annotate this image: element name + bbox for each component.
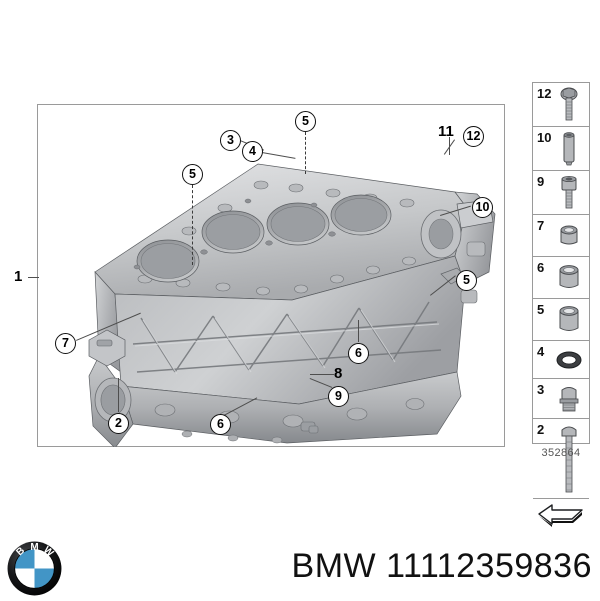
callout-1[interactable]: 1 xyxy=(14,268,23,285)
bushing-icon xyxy=(552,257,586,298)
legend-number: 6 xyxy=(537,260,545,275)
bmw-roundel-logo: B M W xyxy=(7,541,62,596)
legend-row-9[interactable]: 9 xyxy=(533,171,589,215)
short-bushing-icon xyxy=(552,215,586,256)
callout-6-right[interactable]: 6 xyxy=(348,343,369,364)
legend-row-12[interactable]: 12 xyxy=(533,83,589,127)
legend-number: 2 xyxy=(537,422,545,437)
callout-5-top[interactable]: 5 xyxy=(295,111,316,132)
callout-9[interactable]: 9 xyxy=(328,386,349,407)
callout-10[interactable]: 10 xyxy=(472,197,493,218)
parts-legend-panel: 12 10 xyxy=(532,82,590,527)
legend-number: 12 xyxy=(537,86,552,101)
legend-row-2[interactable]: 2 xyxy=(533,419,589,499)
callout-12[interactable]: 12 xyxy=(463,126,484,147)
callout-8[interactable]: 8 xyxy=(334,365,343,382)
long-hex-bolt-icon xyxy=(552,419,586,498)
legend-row-4[interactable]: 4 xyxy=(533,341,589,379)
leader-line-8 xyxy=(310,374,334,375)
tall-bushing-icon xyxy=(552,299,586,340)
socket-head-bolt-icon xyxy=(552,171,586,214)
callout-3[interactable]: 3 xyxy=(220,130,241,151)
leader-line-6a xyxy=(358,320,359,342)
legend-row-7[interactable]: 7 xyxy=(533,215,589,257)
part-number-label: BMW 11112359836 xyxy=(291,547,592,585)
legend-row-5[interactable]: 5 xyxy=(533,299,589,341)
callout-11[interactable]: 11 xyxy=(438,123,454,140)
svg-text:M: M xyxy=(30,542,38,553)
legend-caption: 352864 xyxy=(541,447,581,459)
leader-line-5a xyxy=(305,132,306,174)
callout-4[interactable]: 4 xyxy=(242,141,263,162)
legend-number: 5 xyxy=(537,302,545,317)
dowel-sleeve-icon xyxy=(552,127,586,170)
o-ring-gasket-icon xyxy=(552,341,586,378)
engine-block-artwork xyxy=(37,104,505,447)
legend-row-6[interactable]: 6 xyxy=(533,257,589,299)
hex-flange-bolt-icon xyxy=(552,83,586,126)
legend-number: 4 xyxy=(537,344,545,359)
legend-row-10[interactable]: 10 xyxy=(533,127,589,171)
callout-5-right[interactable]: 5 xyxy=(456,270,477,291)
legend-number: 9 xyxy=(537,174,545,189)
legend-number: 10 xyxy=(537,130,552,145)
callout-7[interactable]: 7 xyxy=(55,333,76,354)
callout-5-left[interactable]: 5 xyxy=(182,164,203,185)
direction-arrow-icon xyxy=(535,499,587,533)
legend-row-arrow[interactable] xyxy=(533,499,589,533)
leader-line-5b xyxy=(192,185,193,265)
legend-number: 7 xyxy=(537,218,545,233)
legend-row-3[interactable]: 3 xyxy=(533,379,589,419)
leader-line-1 xyxy=(28,277,39,278)
screw-plug-icon xyxy=(552,379,586,418)
callout-6-bottom[interactable]: 6 xyxy=(210,414,231,435)
legend-number: 3 xyxy=(537,382,545,397)
callout-2[interactable]: 2 xyxy=(108,413,129,434)
leader-line-2 xyxy=(118,378,119,412)
